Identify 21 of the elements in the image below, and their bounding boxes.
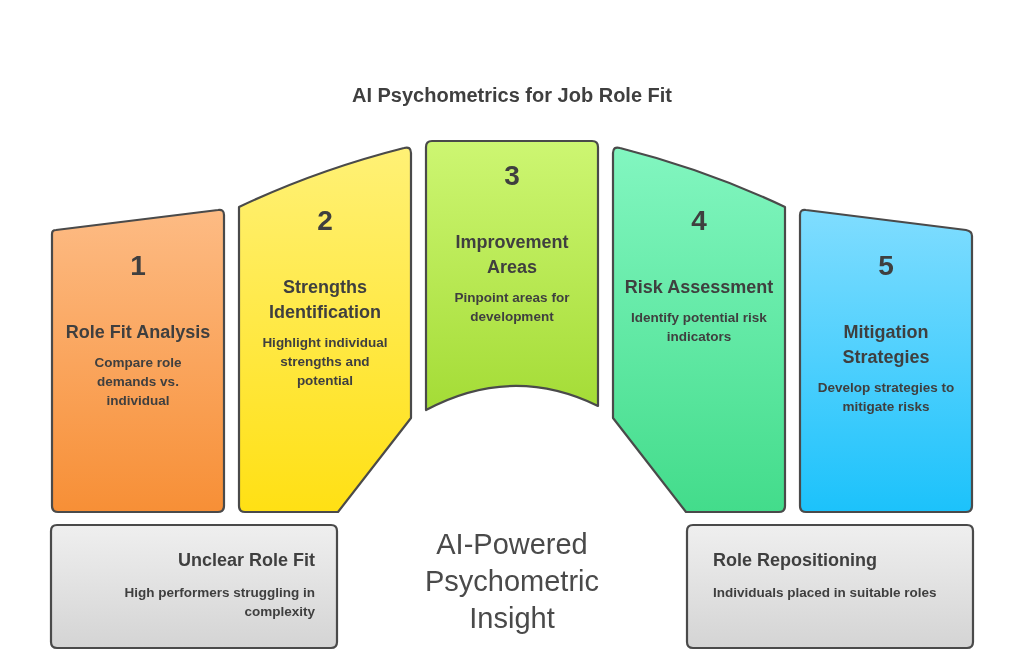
step-number: 2: [317, 207, 333, 235]
center-caption: AI-Powered Psychometric Insight: [423, 527, 600, 636]
step-title: Mitigation Strategies: [841, 321, 931, 369]
step-number: 1: [130, 252, 146, 280]
step-description: Pinpoint areas for development: [453, 289, 571, 326]
step-number: 3: [504, 162, 520, 190]
step-number: 5: [878, 252, 894, 280]
card-title: Unclear Role Fit: [176, 549, 315, 572]
step-title: Strengths Identification: [268, 276, 382, 324]
step-description: Highlight individual strengths and potential: [261, 334, 389, 390]
step-number: 4: [691, 207, 707, 235]
step-title: Improvement Areas: [454, 231, 570, 279]
step-title: Risk Assessment: [624, 276, 774, 299]
card-description: High performers struggling in complexity: [123, 584, 315, 621]
step-title: Role Fit Analysis: [65, 321, 211, 344]
diagram-title: AI Psychometrics for Job Role Fit: [351, 83, 673, 108]
card-description: Individuals placed in suitable roles: [713, 584, 938, 602]
step-description: Identify potential risk indicators: [630, 309, 768, 346]
step-description: Develop strategies to mitigate risks: [816, 379, 956, 416]
step-description: Compare role demands vs. individual: [93, 354, 183, 410]
card-title: Role Repositioning: [713, 549, 878, 572]
